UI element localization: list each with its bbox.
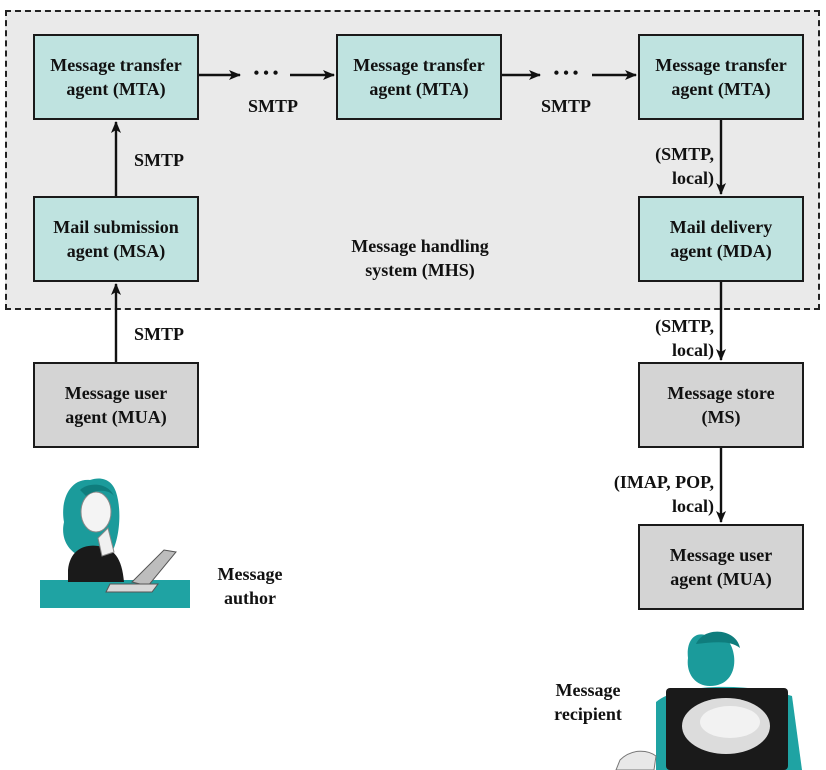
recipient-label: Message recipient: [554, 680, 622, 724]
mta-box-2: Message transfer agent (MTA): [336, 34, 502, 120]
ellipsis-1: • • •: [253, 65, 279, 82]
msa-box: Mail submission agent (MSA): [33, 196, 199, 282]
mua-recipient-box-label: Message user agent (MUA): [669, 545, 773, 589]
smtp-label-mua-msa: SMTP: [133, 324, 184, 344]
smtp-local-label-mda-ms: (SMTP, local): [655, 316, 714, 360]
mua-author-box: Message user agent (MUA): [33, 362, 199, 448]
mta-box-3-label: Message transfer agent (MTA): [655, 55, 787, 99]
mda-box: Mail delivery agent (MDA): [638, 196, 804, 282]
mhs-label: Message handling system (MHS): [351, 236, 489, 280]
msa-box-label: Mail submission agent (MSA): [53, 217, 179, 261]
message-recipient-illustration: [615, 631, 802, 770]
mua-recipient-box: Message user agent (MUA): [638, 524, 804, 610]
mta-box-1-label: Message transfer agent (MTA): [50, 55, 182, 99]
author-label: Message author: [217, 564, 283, 608]
ms-box-label: Message store (MS): [667, 383, 775, 427]
smtp-label-mta1-mta2: SMTP: [247, 96, 298, 116]
smtp-label-msa-mta1: SMTP: [133, 150, 184, 170]
mua-author-box-label: Message user agent (MUA): [64, 383, 168, 427]
smtp-local-label-mta3-mda: (SMTP, local): [655, 144, 714, 188]
mda-box-label: Mail delivery agent (MDA): [669, 217, 773, 261]
message-author-illustration: [40, 478, 190, 608]
mta-box-3: Message transfer agent (MTA): [638, 34, 804, 120]
mta-box-2-label: Message transfer agent (MTA): [353, 55, 485, 99]
ms-box: Message store (MS): [638, 362, 804, 448]
ellipsis-2: • • •: [553, 65, 579, 82]
imap-pop-label-ms-mua: (IMAP, POP, local): [613, 472, 714, 516]
mta-box-1: Message transfer agent (MTA): [33, 34, 199, 120]
smtp-label-mta2-mta3: SMTP: [540, 96, 591, 116]
